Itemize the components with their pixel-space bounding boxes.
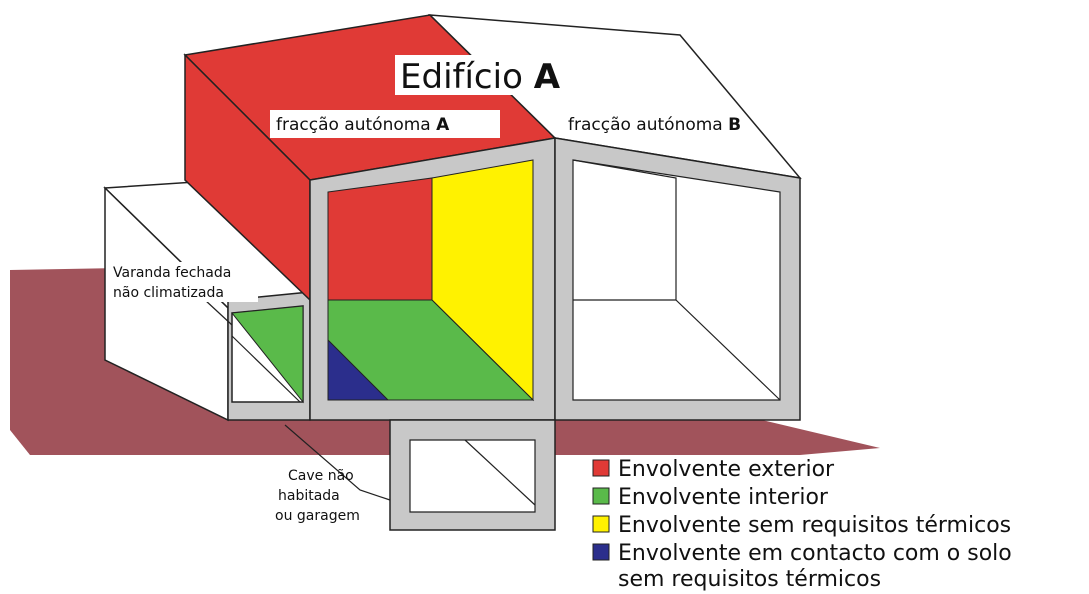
legend-label-ground-contact: Envolvente em contacto com o solo <box>618 541 1012 566</box>
annex-diagonal <box>231 335 301 403</box>
legend-label-exterior: Envolvente exterior <box>618 457 835 482</box>
legend-swatch-exterior <box>592 459 610 477</box>
unit-a-label: fracção autónoma A <box>276 115 450 135</box>
legend-label-ground-contact-cont: sem requisitos térmicos <box>618 567 881 592</box>
basement-inner <box>409 439 536 513</box>
legend-swatch-interior <box>592 487 610 505</box>
interior-b-edges <box>572 159 781 401</box>
basement-diagonal <box>464 439 536 506</box>
legend-swatch-ground-contact <box>592 543 610 561</box>
legend-swatch-no-requirements <box>592 515 610 533</box>
building-title: Edifício A <box>400 57 561 97</box>
annex-label-line-2: não climatizada <box>113 285 224 301</box>
annex-label-box <box>108 262 258 302</box>
title-box <box>395 55 570 95</box>
basement-label-line-1: Cave não <box>288 468 354 484</box>
basement-label-line-2: habitada <box>278 488 340 504</box>
interior-a-ground-contact <box>327 338 390 401</box>
basement-label-line-3: ou garagem <box>275 508 360 524</box>
annex-interior-floor <box>231 305 304 404</box>
annex-label-line-1: Varanda fechada <box>113 265 231 281</box>
legend-label-interior: Envolvente interior <box>618 485 829 510</box>
unit-b-label: fracção autónoma B <box>568 115 741 135</box>
unit-a-label-box <box>270 110 500 138</box>
annex-leader <box>204 299 233 326</box>
basement-leader <box>284 424 391 501</box>
interior-a-back-left <box>327 177 433 301</box>
legend-label-no-requirements: Envolvente sem requisitos térmicos <box>618 513 1011 538</box>
legend: Envolvente exterior Envolvente interior … <box>592 457 1012 592</box>
